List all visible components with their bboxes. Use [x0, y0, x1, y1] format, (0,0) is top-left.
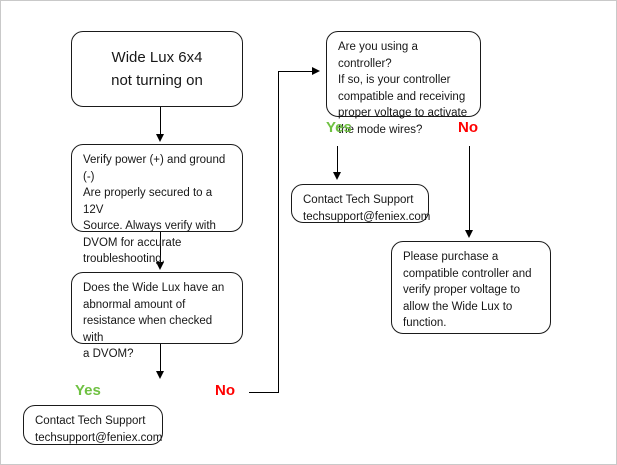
node-verify-power[interactable]: Verify power (+) and ground (-) Are prop… — [71, 144, 243, 265]
connector-controller-yes — [337, 146, 339, 174]
arrowhead-controller-no — [465, 230, 473, 238]
node-controller-question[interactable]: Are you using a controller? If so, is yo… — [326, 31, 481, 136]
label-controller-no: No — [458, 119, 478, 136]
label-resistance-no: No — [215, 382, 235, 399]
label-controller-yes: Yes — [326, 119, 352, 136]
node-contact-support-bottom[interactable]: Contact Tech Support techsupport@feniex.… — [23, 405, 163, 445]
connector-resistance-no-horizontal-top — [278, 71, 314, 73]
node-purchase-controller[interactable]: Please purchase a compatible controller … — [391, 241, 551, 334]
connector-resistance-no-horizontal-bottom — [249, 392, 279, 394]
arrowhead-resistance-yes — [156, 371, 164, 379]
arrowhead-verify-power-to-resistance — [156, 262, 164, 270]
connector-controller-no — [469, 146, 471, 232]
connector-verify-power-to-resistance — [160, 232, 162, 262]
connector-resistance-no-vertical — [278, 71, 280, 393]
node-resistance-check[interactable]: Does the Wide Lux have an abnormal amoun… — [71, 272, 243, 360]
label-resistance-yes: Yes — [75, 382, 101, 399]
arrowhead-start-to-verify-power — [156, 134, 164, 142]
node-contact-support-top[interactable]: Contact Tech Support techsupport@feniex.… — [291, 184, 430, 223]
arrowhead-resistance-no — [312, 67, 320, 75]
arrowhead-controller-yes — [333, 172, 341, 180]
node-start[interactable]: Wide Lux 6x4 not turning on — [71, 31, 243, 107]
connector-start-to-verify-power — [160, 107, 162, 136]
connector-resistance-yes — [160, 344, 162, 373]
